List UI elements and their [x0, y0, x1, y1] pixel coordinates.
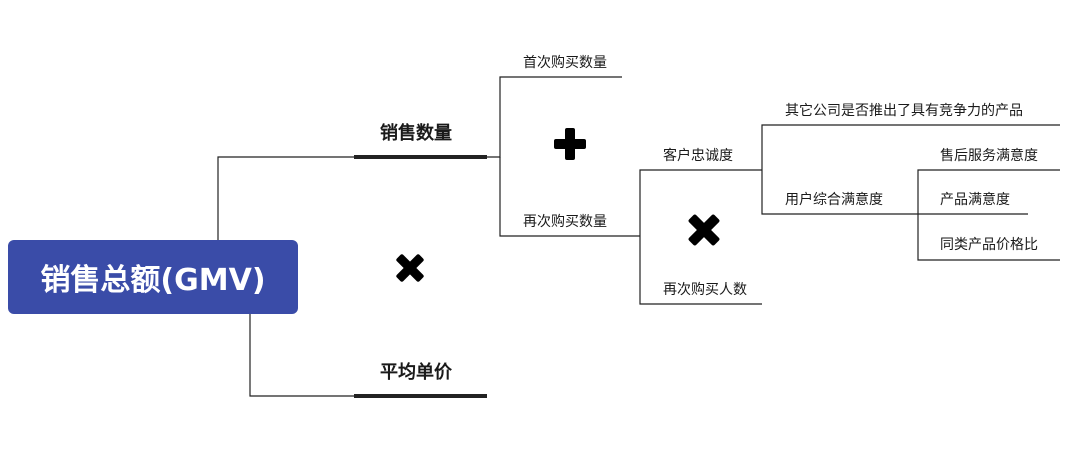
connector-loyalty-satisfaction — [761, 170, 918, 215]
connector-sales-qty-repeat — [499, 157, 640, 237]
node-product-satisfaction[interactable]: 产品满意度 — [940, 192, 1010, 208]
node-first-purchase-qty[interactable]: 首次购买数量 — [523, 55, 607, 71]
node-competitor-products[interactable]: 其它公司是否推出了具有竞争力的产品 — [785, 103, 1023, 119]
node-avg-price[interactable]: 平均单价 — [380, 362, 452, 383]
node-after-sales-satisfaction[interactable]: 售后服务满意度 — [940, 148, 1038, 164]
node-repeat-purchase-qty[interactable]: 再次购买数量 — [523, 214, 607, 230]
connector-root-avg-price — [249, 314, 355, 397]
node-price-performance[interactable]: 同类产品价格比 — [940, 237, 1038, 253]
connector-satisfaction-price — [917, 214, 1060, 261]
node-user-satisfaction[interactable]: 用户综合满意度 — [785, 192, 883, 208]
root-node[interactable]: 销售总额(GMV) — [8, 240, 298, 314]
node-customer-loyalty[interactable]: 客户忠诚度 — [663, 148, 733, 164]
plus-operator-sales-qty — [554, 128, 586, 160]
node-repeat-buyers[interactable]: 再次购买人数 — [663, 282, 747, 298]
connector-repeat-loyalty — [639, 169, 762, 236]
connector-loyalty-competitor — [761, 124, 1060, 170]
sales-qty-underline — [354, 155, 487, 159]
avg-price-underline — [354, 394, 487, 398]
connector-root-sales-qty — [217, 156, 355, 240]
multiply-operator-repeat — [688, 214, 720, 246]
connector-satisfaction-after-sales — [917, 169, 1060, 214]
node-sales-qty[interactable]: 销售数量 — [380, 123, 452, 144]
connector-repeat-buyers — [639, 236, 762, 305]
connector-sales-qty-first — [487, 76, 622, 158]
root-label: 销售总额(GMV) — [40, 263, 266, 298]
multiply-operator-root — [396, 254, 424, 282]
